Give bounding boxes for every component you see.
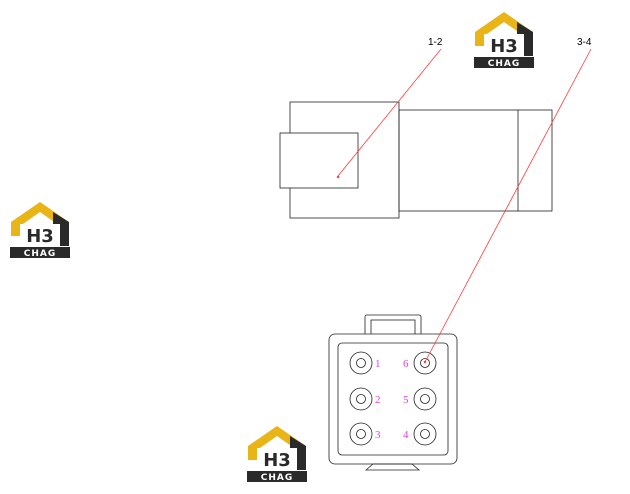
- pin-label-1: 1: [375, 358, 381, 370]
- connector-side-view: [279, 101, 553, 219]
- svg-text:H3: H3: [490, 36, 518, 57]
- logo-watermark-left: H3 CHAG: [10, 202, 70, 259]
- pin-5-contact: [420, 394, 430, 404]
- logo-watermark-bottom: H3 CHAG: [247, 426, 307, 483]
- leader-dot-1-2: [336, 175, 340, 179]
- pin-6-contact: [420, 358, 430, 368]
- pin-label-5: 5: [403, 394, 409, 406]
- connector-sleeve: [398, 109, 553, 212]
- svg-text:H3: H3: [26, 226, 54, 247]
- pin-label-3: 3: [375, 429, 381, 441]
- pin-4-contact: [420, 429, 430, 439]
- svg-text:CHAG: CHAG: [488, 59, 521, 69]
- pin-label-4: 4: [403, 429, 409, 441]
- logo-watermark-top: H3 CHAG: [474, 12, 534, 69]
- pin-label-6: 6: [403, 358, 409, 370]
- face-bottom-key: [364, 463, 421, 471]
- pin-4-outer: [413, 422, 437, 446]
- pin-3-contact: [356, 429, 366, 439]
- leader-line-3-4: [424, 48, 592, 363]
- pin-1-contact: [356, 358, 366, 368]
- pin-1-outer: [349, 351, 373, 375]
- leader-line-1-2: [337, 48, 442, 177]
- pin-3-outer: [349, 422, 373, 446]
- connector-latch: [279, 132, 359, 189]
- svg-text:CHAG: CHAG: [24, 249, 57, 259]
- pin-5-outer: [413, 387, 437, 411]
- pin-6-outer: [413, 351, 437, 375]
- pin-2-contact: [356, 394, 366, 404]
- connector-pins: 1 2 3 6 5 4: [349, 351, 437, 446]
- svg-text:CHAG: CHAG: [261, 473, 294, 483]
- face-housing: [328, 333, 458, 465]
- callout-label-3-4: 3-4: [577, 37, 592, 48]
- pin-label-2: 2: [375, 394, 381, 406]
- face-cavity: [337, 342, 449, 456]
- callout-label-1-2: 1-2: [428, 37, 443, 48]
- callout-leaders: [336, 48, 592, 364]
- svg-text:H3: H3: [263, 450, 291, 471]
- leader-dot-3-4: [423, 360, 427, 364]
- pin-2-outer: [349, 387, 373, 411]
- connector-face-view: [328, 314, 458, 471]
